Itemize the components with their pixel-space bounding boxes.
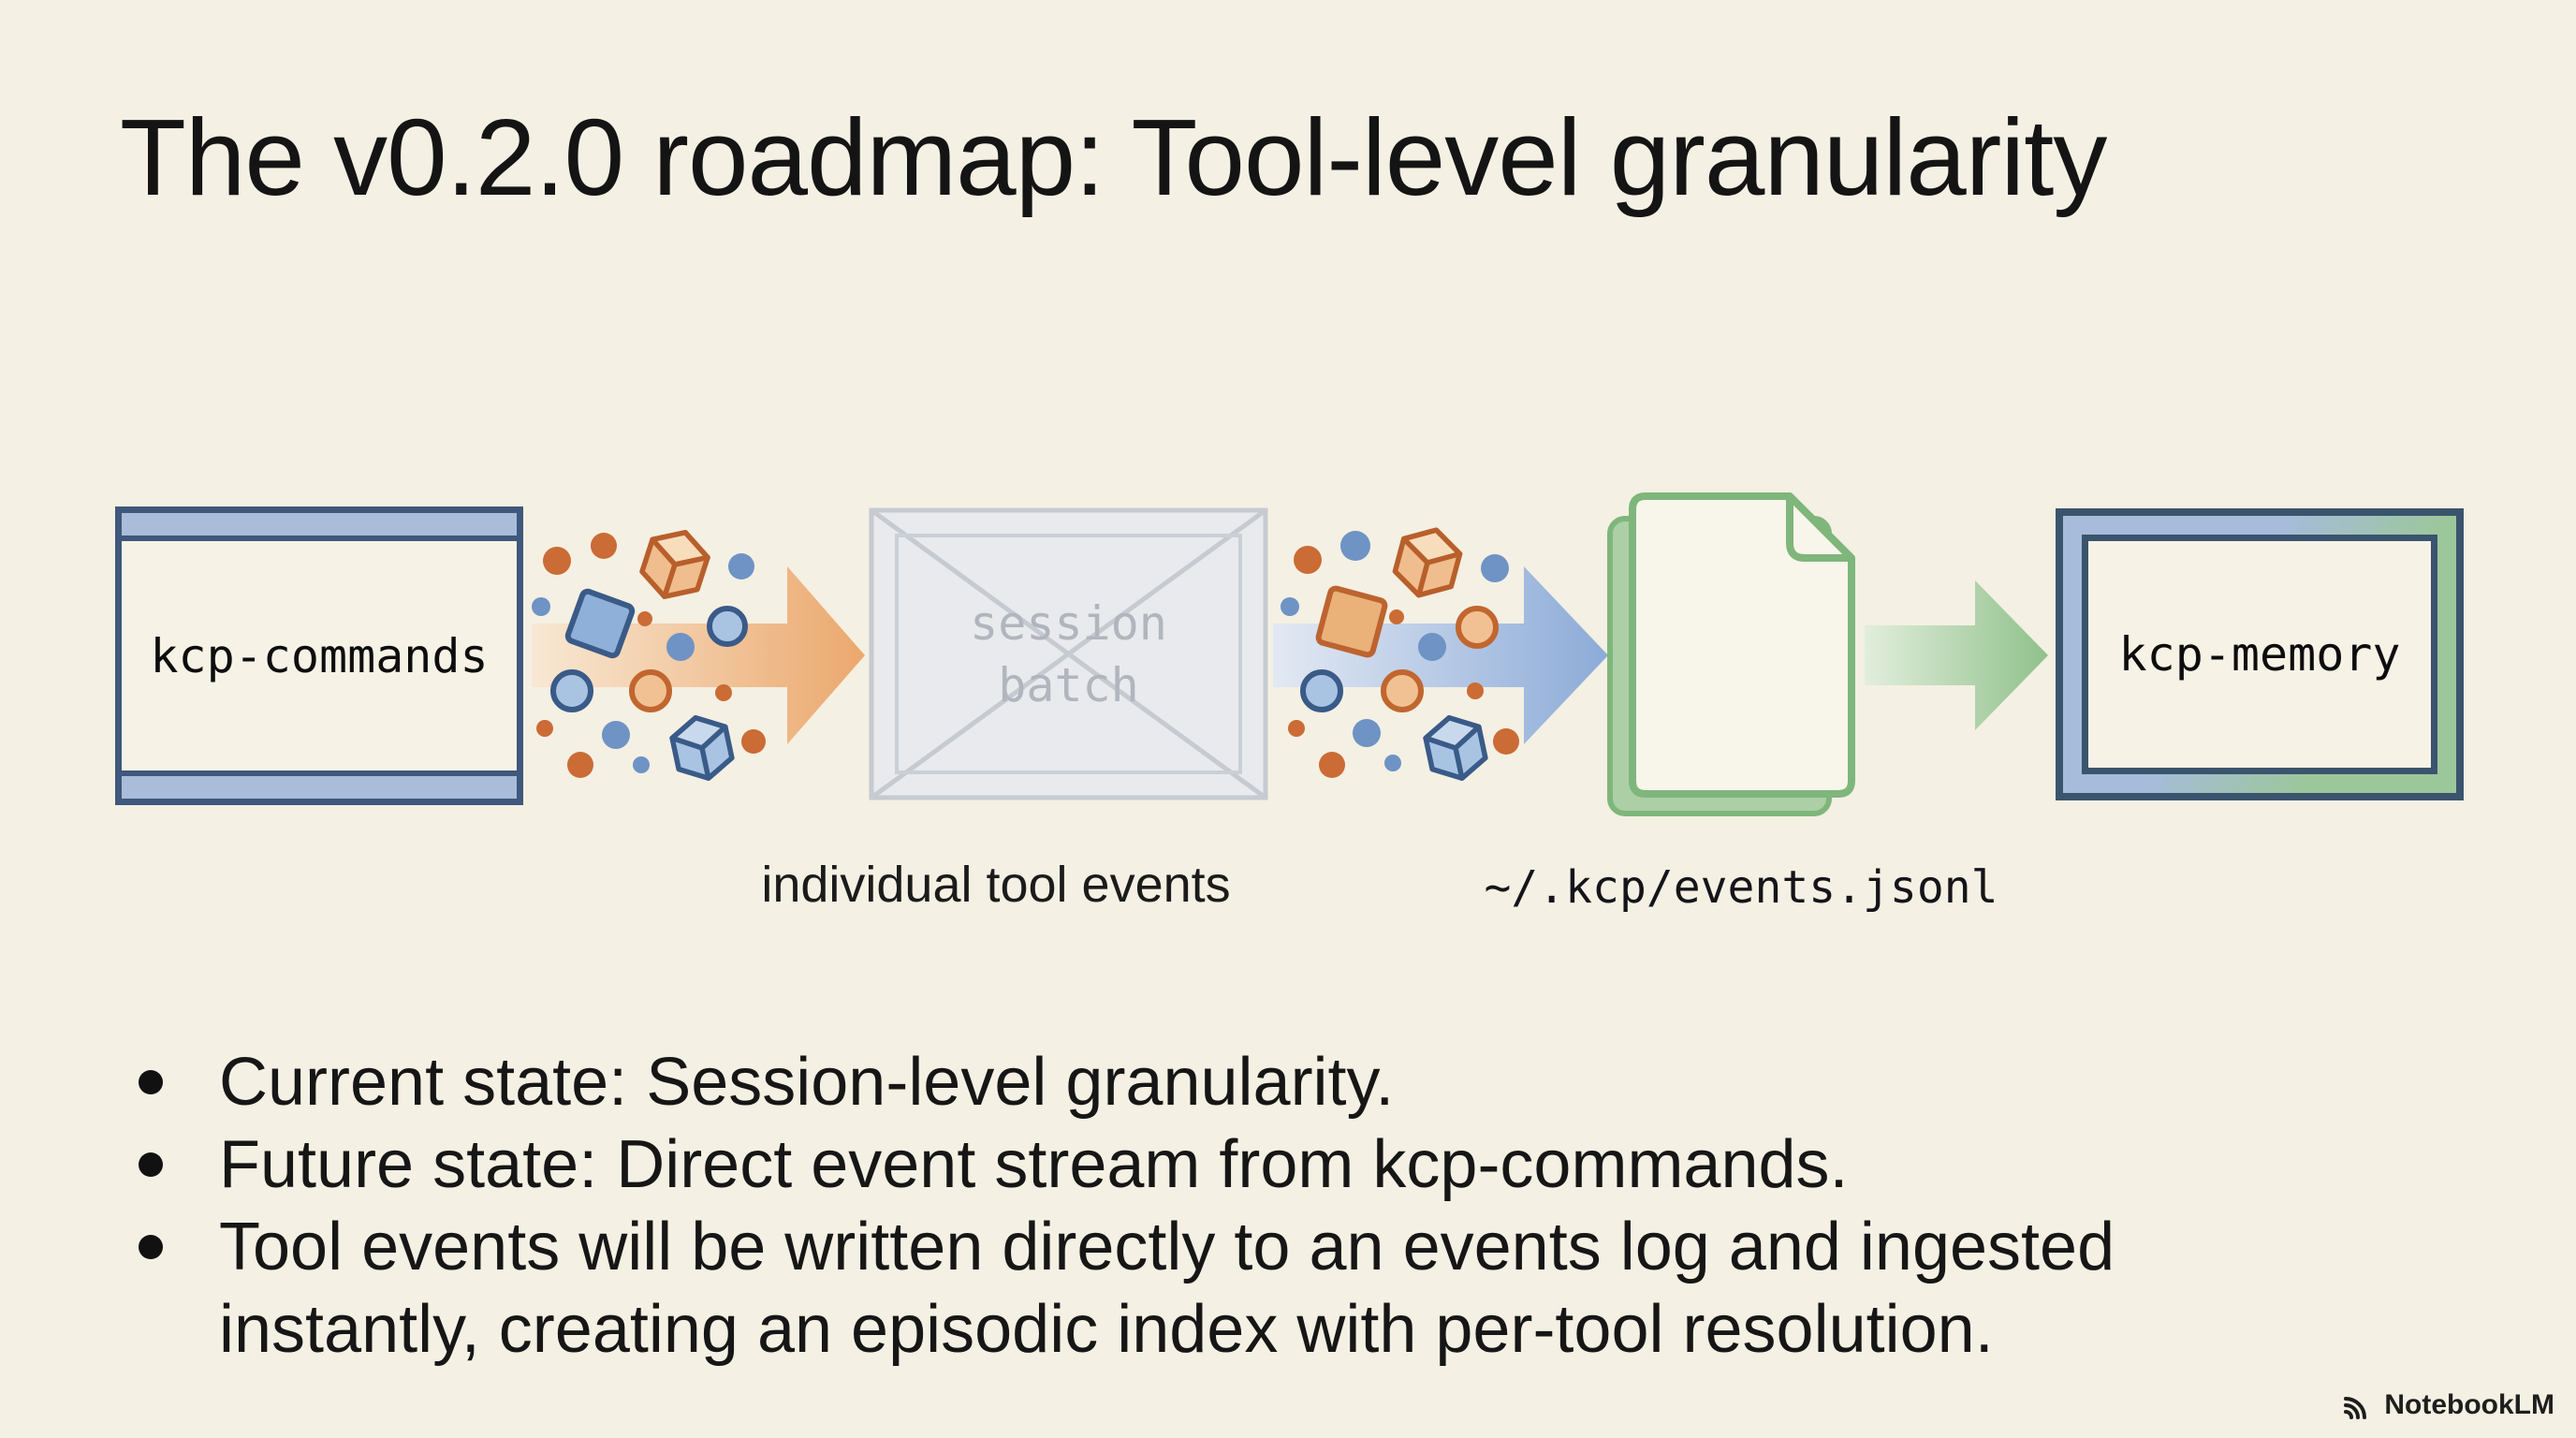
bullet-line: instantly, creating an episodic index wi… — [219, 1292, 1994, 1367]
blue-diamond-icon — [564, 588, 636, 659]
box-bottom-band — [122, 770, 517, 799]
bullet-line: Tool events will be written directly to … — [219, 1210, 2115, 1284]
notebooklm-brand-text: NotebookLM — [2384, 1389, 2554, 1420]
session-batch-box — [869, 507, 1268, 800]
kcp-memory-label: kcp-memory — [2082, 535, 2437, 774]
events-log-document-icon — [1607, 492, 1855, 816]
session-batch-line2: batch — [998, 657, 1139, 712]
bullet-line: Future state: Direct event stream from k… — [219, 1127, 1849, 1202]
slide-title: The v0.2.0 roadmap: Tool-level granulari… — [120, 96, 2107, 218]
blue-cube-icon — [1423, 714, 1488, 782]
bullet-line: Current state: Session-level granularity… — [219, 1045, 1395, 1120]
bullet-list: Current state: Session-level granularity… — [122, 1041, 2368, 1371]
bullet-tool-events: Tool events will be written directly to … — [122, 1206, 2368, 1371]
notebooklm-watermark: NotebookLM — [2342, 1389, 2554, 1421]
orange-flow-arrow-icon — [532, 530, 865, 782]
session-batch-label: session batch — [869, 507, 1268, 800]
bullet-dot — [139, 1152, 163, 1177]
bullet-future-state: Future state: Direct event stream from k… — [122, 1123, 2368, 1206]
orange-cube-icon — [639, 530, 710, 599]
blue-cube-icon — [669, 714, 735, 782]
notebooklm-arcs-icon — [2344, 1397, 2367, 1419]
events-jsonl-path-label: ~/.kcp/events.jsonl — [1484, 861, 1998, 914]
bullet-current-state: Current state: Session-level granularity… — [122, 1041, 2368, 1123]
green-flow-arrow-icon — [1865, 580, 2048, 730]
blue-flow-arrow-icon — [1273, 527, 1608, 782]
bullet-dot — [139, 1070, 163, 1094]
kcp-commands-box: kcp-commands — [115, 506, 523, 805]
orange-cube-icon — [1392, 527, 1463, 598]
bullet-dot — [139, 1235, 163, 1259]
document-folded-corner — [1786, 496, 1852, 562]
event-particles — [1281, 527, 1519, 782]
kcp-commands-label: kcp-commands — [150, 628, 489, 683]
individual-tool-events-label: individual tool events — [761, 857, 1231, 913]
session-batch-line1: session — [970, 595, 1167, 651]
kcp-memory-box: kcp-memory — [2056, 508, 2464, 800]
box-top-band — [122, 513, 517, 541]
document-front-page — [1629, 492, 1855, 798]
event-particles — [532, 530, 766, 782]
orange-diamond-icon — [1315, 585, 1388, 658]
orange-arrow — [532, 566, 865, 744]
